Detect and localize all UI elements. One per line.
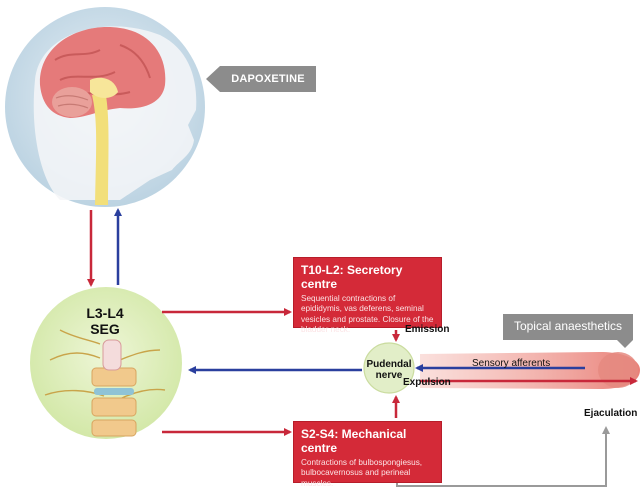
seg-label-line2: SEG: [90, 321, 120, 337]
topical-anaesthetics-label: Topical anaesthetics: [513, 319, 623, 333]
seg-label-line1: L3-L4: [86, 305, 124, 321]
pudendal-label-line2: nerve: [375, 370, 403, 381]
spine-illustration: [30, 287, 182, 439]
sensory-afferents-label: Sensory afferents: [472, 358, 551, 369]
secretory-centre-description: Sequential contractions of epididymis, v…: [301, 294, 434, 335]
pudendal-nerve-node: [363, 342, 415, 394]
seg-label: L3-L4 SEG: [75, 305, 135, 337]
topical-tag-shape: [503, 314, 633, 348]
pudendal-nerve-label: Pudendal nerve: [364, 359, 414, 381]
pudendal-label-line1: Pudendal: [366, 359, 412, 370]
dapoxetine-label: DAPOXETINE: [231, 73, 305, 85]
emission-label: Emission: [405, 324, 450, 335]
mechanical-centre-box: S2-S4: Mechanical centre Contractions of…: [293, 421, 442, 488]
mechanical-centre-title: S2-S4: Mechanical centre: [301, 427, 407, 455]
secretory-centre-title: T10-L2: Secretory centre: [301, 263, 403, 291]
expulsion-label: Expulsion: [403, 377, 451, 388]
dapoxetine-tag-shape: [206, 66, 316, 92]
secretory-centre-box: T10-L2: Secretory centre Sequential cont…: [293, 257, 442, 334]
brain-illustration: [5, 7, 205, 207]
ejaculation-label: Ejaculation: [584, 408, 638, 419]
mechanical-centre-description: Contractions of bulbospongiesus, bulboca…: [301, 458, 423, 488]
